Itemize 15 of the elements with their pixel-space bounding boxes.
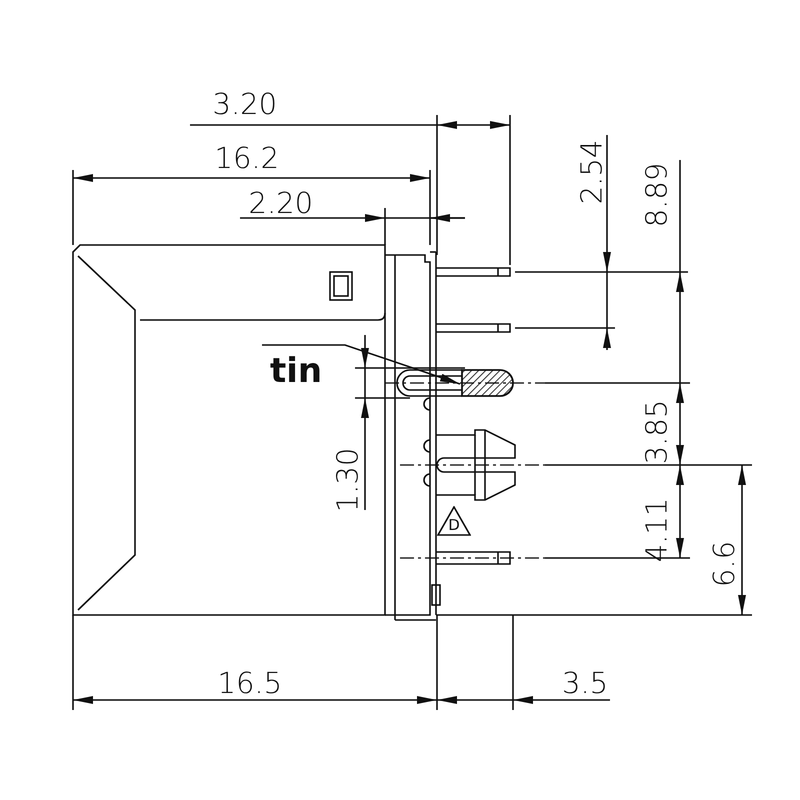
- triangle-mark: D: [437, 506, 471, 536]
- leader-line: [262, 344, 460, 385]
- dimension-value: 2.54: [576, 140, 606, 204]
- dimension-value: 4.11: [640, 498, 671, 562]
- dimension-value: 3.5: [562, 668, 608, 698]
- dimension-value: 16.5: [218, 668, 282, 698]
- dimension-value: 6.6: [709, 540, 740, 588]
- dimension-value: 8.89: [640, 162, 671, 228]
- dimension-value: 1.30: [332, 448, 362, 512]
- dimension-value: 2.20: [248, 188, 314, 218]
- dimension-value: 16.2: [214, 143, 280, 173]
- dimension-value: 3.85: [640, 400, 671, 464]
- dimension-value: 3.20: [212, 89, 278, 119]
- tinned-pin-tip: [461, 369, 514, 397]
- part-label: tin: [270, 352, 322, 390]
